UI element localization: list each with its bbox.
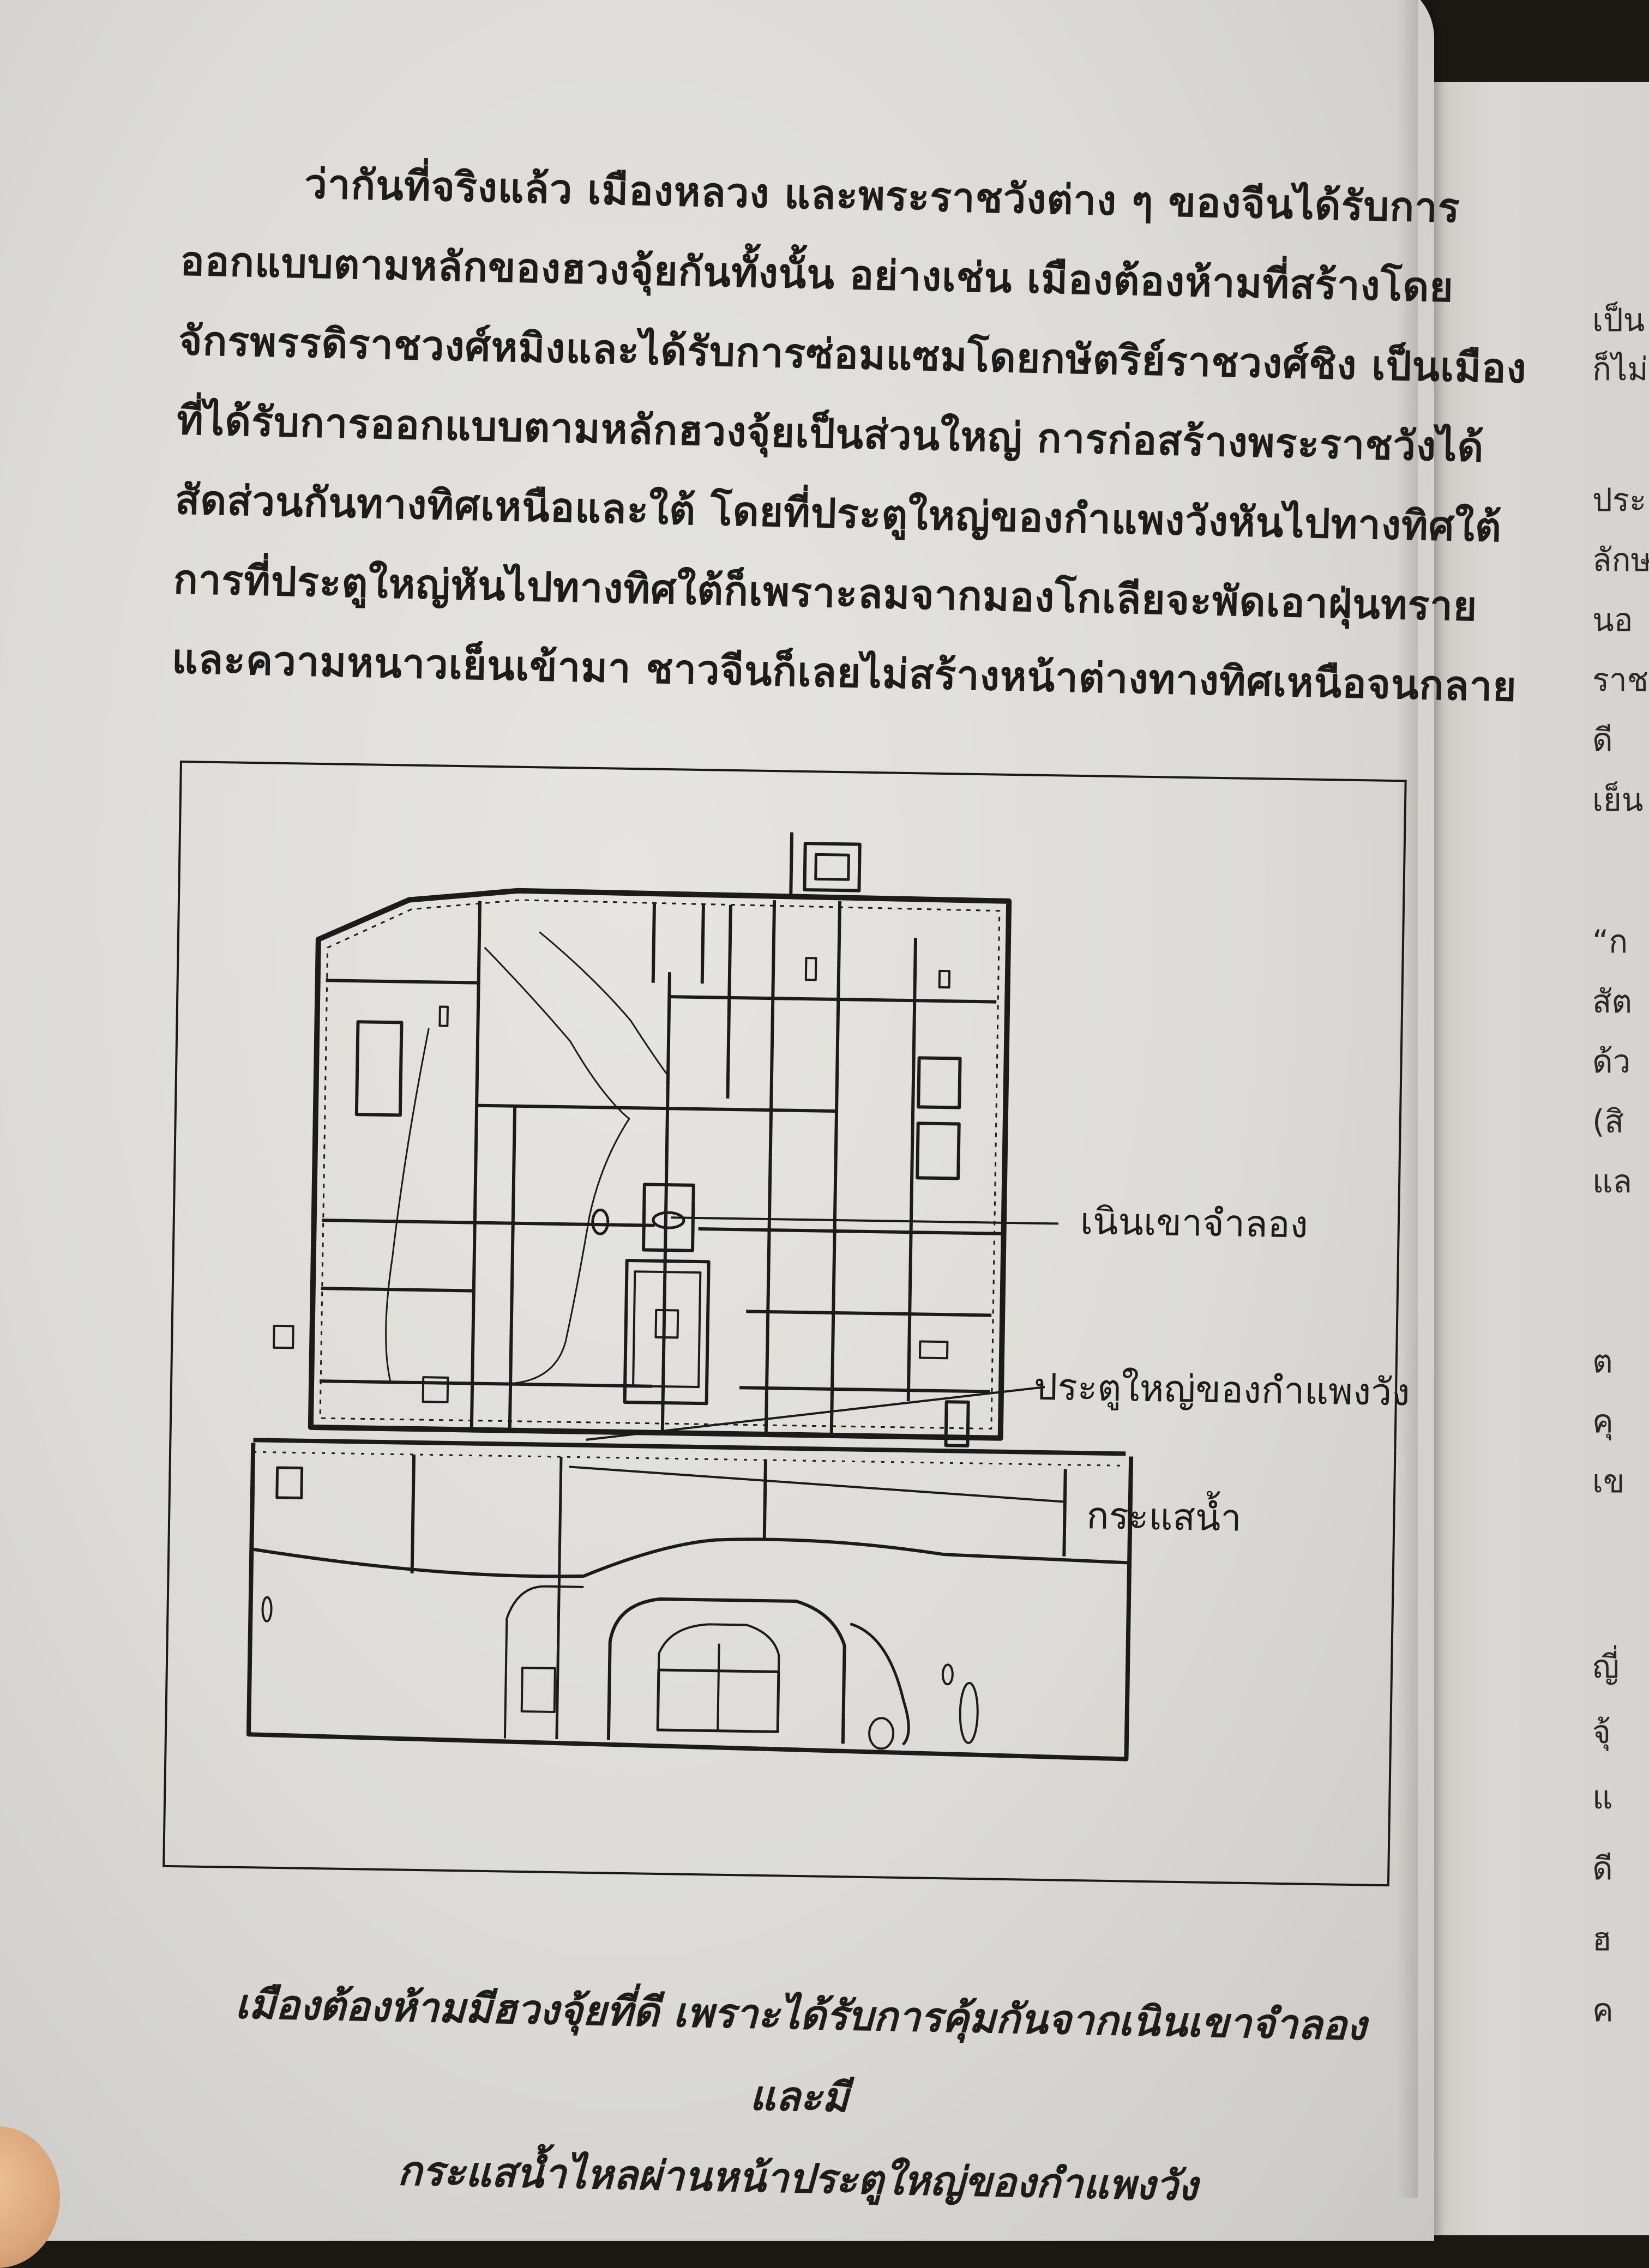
right-page-fragment: ลักษ <box>1592 541 1649 578</box>
right-page-fragment: สัต <box>1592 983 1633 1020</box>
right-page-fragment: ราช <box>1592 661 1649 698</box>
right-page: เป็น ก็ไม่ ประ ลักษ นอ ราช ดี เย็น “ก สั… <box>1412 82 1649 2235</box>
right-page-fragment: ดี <box>1592 1850 1613 1887</box>
right-page-fragment: เข <box>1592 1463 1625 1500</box>
caption-line: เมืองต้องห้ามมีฮวงจุ้ยที่ดี เพราะได้รับก… <box>234 1981 1367 2121</box>
right-page-fragment: เย็น <box>1592 781 1644 818</box>
right-page-fragment: ฮ <box>1592 1921 1612 1958</box>
right-page-fragment: ด้ว <box>1592 1043 1631 1080</box>
right-page-fragment: จุ้ <box>1592 1714 1611 1751</box>
right-page-fragment: ประ <box>1592 481 1647 518</box>
map-label-water-stream: กระแสน้ำ <box>1086 1494 1242 1540</box>
right-page-fragment: คุ <box>1592 1403 1614 1440</box>
right-page-fragment: ญี่ <box>1592 1648 1620 1685</box>
right-page-fragment: นอ <box>1592 601 1633 638</box>
right-page-fragment: ต <box>1592 1343 1613 1380</box>
map-label-artificial-hill: เนินเขาจำลอง <box>1080 1200 1309 1247</box>
right-page-fragment: ก็ไม่ <box>1592 351 1648 388</box>
forbidden-city-map-drawing <box>246 832 1134 1762</box>
page-curl-shadow <box>1396 0 1418 2198</box>
right-page-fragment: ดี <box>1592 721 1613 758</box>
map-figure: เนินเขาจำลอง ประตูใหญ่ของกำแพงวัง กระแสน… <box>163 761 1411 1887</box>
right-page-fragment: ค <box>1592 1992 1614 2029</box>
right-page-fragment: (สิ <box>1592 1103 1624 1140</box>
right-page-fragment: “ก <box>1592 923 1628 960</box>
figure-caption: เมืองต้องห้ามมีฮวงจุ้ยที่ดี เพราะได้รับก… <box>197 1963 1401 2231</box>
body-paragraph: ว่ากันที่จริงแล้ว เมืองหลวง และพระราชวัง… <box>171 142 1527 724</box>
right-page-fragment: แล <box>1592 1163 1632 1200</box>
right-page-fragment: เป็น <box>1592 301 1645 339</box>
left-page <box>0 0 1434 2241</box>
right-page-fragment: แ <box>1592 1779 1613 1816</box>
map-label-palace-main-gate: ประตูใหญ่ของกำแพงวัง <box>1033 1365 1411 1415</box>
